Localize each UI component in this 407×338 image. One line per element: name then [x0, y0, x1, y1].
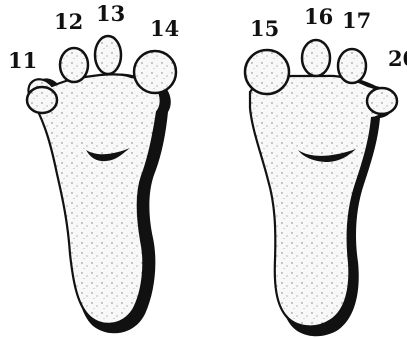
toe-label-20: 20: [388, 46, 407, 71]
right-toe-20: [367, 88, 397, 114]
right-toe-15: [245, 50, 289, 94]
right-footprint-icon: [245, 40, 397, 336]
toe-label-11: 11: [8, 48, 37, 73]
left-toe-14: [134, 51, 176, 93]
right-toe-17: [338, 49, 366, 83]
left-toe-11: [27, 87, 57, 113]
toe-label-13: 13: [96, 1, 125, 26]
toe-label-16: 16: [304, 4, 333, 29]
left-footprint-icon: [27, 36, 176, 333]
toe-label-15: 15: [250, 16, 279, 41]
toe-label-17: 17: [342, 8, 371, 33]
left-toe-13: [95, 36, 121, 74]
toe-label-12: 12: [54, 9, 83, 34]
left-toe-12: [60, 48, 88, 82]
right-toe-16: [302, 40, 330, 76]
right-foot-sole: [250, 76, 386, 327]
toe-label-14: 14: [150, 16, 179, 41]
